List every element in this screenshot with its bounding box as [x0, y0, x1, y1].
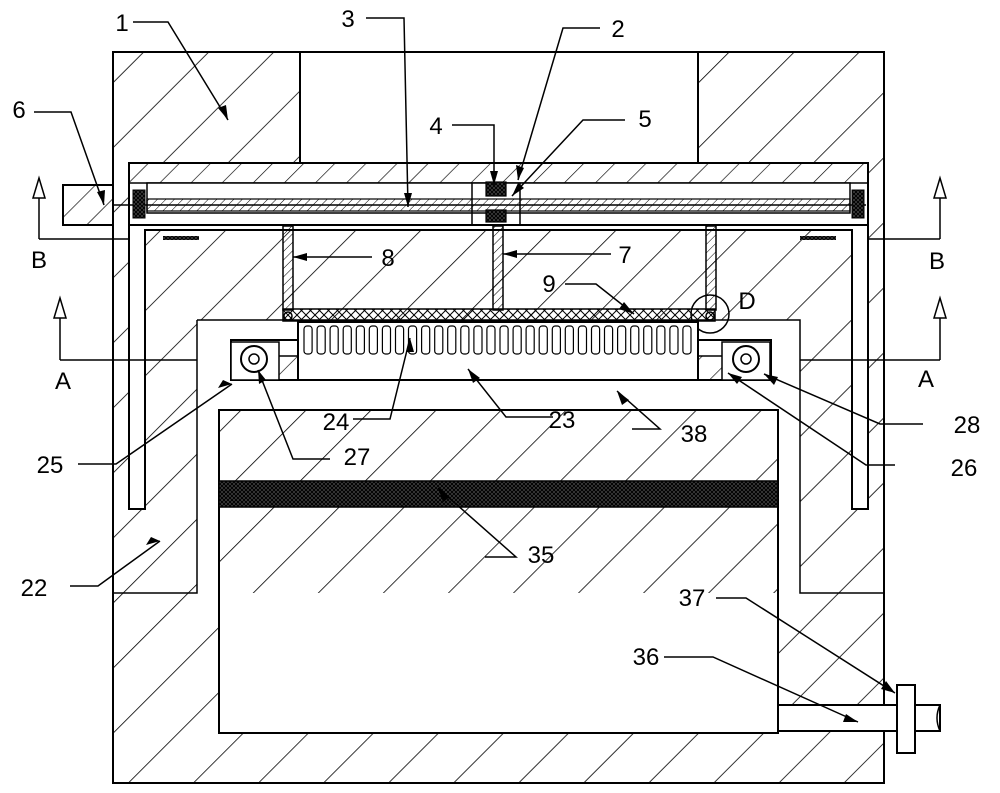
label-25: 25	[37, 452, 64, 479]
filter-fin	[434, 325, 444, 355]
label-8: 8	[381, 245, 394, 272]
filter-fin	[329, 325, 339, 355]
label-2: 2	[611, 16, 624, 43]
label-27: 27	[344, 444, 371, 471]
filter-fin	[460, 325, 470, 355]
filter-fin	[564, 325, 574, 355]
label-37: 37	[679, 585, 706, 612]
label-7: 7	[618, 242, 631, 269]
filter-fin	[316, 325, 326, 355]
filter-fin	[447, 325, 457, 355]
filter-mesh	[282, 294, 730, 334]
filter-fins	[303, 325, 692, 355]
label-22: 22	[21, 575, 48, 602]
label-4: 4	[429, 113, 442, 140]
section-mark-b-left: B	[31, 247, 47, 274]
filter-fin	[616, 325, 627, 355]
filter-fin	[368, 325, 378, 355]
filter-fin	[342, 325, 352, 355]
filter-fin	[551, 325, 561, 355]
label-5: 5	[638, 106, 651, 133]
filter-fin	[394, 325, 405, 355]
label-1: 1	[115, 10, 128, 37]
section-mark-a-left: A	[55, 368, 71, 395]
filter-fin	[590, 325, 601, 355]
label-6: 6	[12, 97, 25, 124]
filter-fin	[682, 325, 692, 355]
label-28: 28	[954, 412, 981, 439]
filter-fin	[643, 325, 653, 355]
filter-fin	[355, 325, 365, 355]
filter-fin	[669, 325, 679, 355]
label-3: 3	[341, 6, 354, 33]
leader-arrowheads	[97, 105, 895, 722]
drain-pipe	[777, 684, 941, 754]
cover-plate	[62, 162, 869, 240]
label-9: 9	[542, 271, 555, 298]
absorbent-mat	[218, 480, 779, 508]
leader-lines	[34, 17, 923, 723]
filter-fin	[577, 325, 588, 355]
detail-mark-d: D	[738, 288, 755, 315]
filter-fin	[603, 325, 614, 355]
housing-body	[112, 51, 885, 784]
section-markers	[31, 175, 948, 361]
filter-fin	[381, 325, 392, 355]
filter-fin	[499, 325, 509, 355]
filter-fin	[656, 325, 666, 355]
label-35: 35	[528, 542, 555, 569]
section-mark-b-right: B	[929, 248, 945, 275]
filter-fin	[473, 325, 483, 355]
reference-labels: 1 2 3 4 5 6 7 8 9 22 23 24 25 26 27 28 3…	[12, 6, 980, 671]
label-23: 23	[549, 407, 576, 434]
filter-element	[230, 321, 772, 381]
filter-fin	[303, 325, 313, 355]
filter-fin	[512, 325, 522, 355]
filter-fin	[538, 325, 548, 355]
filter-fin	[421, 325, 431, 355]
label-36: 36	[633, 644, 660, 671]
filter-fin	[486, 325, 496, 355]
label-26: 26	[951, 455, 978, 482]
filter-fin	[630, 325, 640, 355]
section-mark-a-right: A	[918, 366, 934, 393]
filter-fin	[525, 325, 535, 355]
label-38: 38	[681, 421, 708, 448]
label-24: 24	[323, 409, 350, 436]
